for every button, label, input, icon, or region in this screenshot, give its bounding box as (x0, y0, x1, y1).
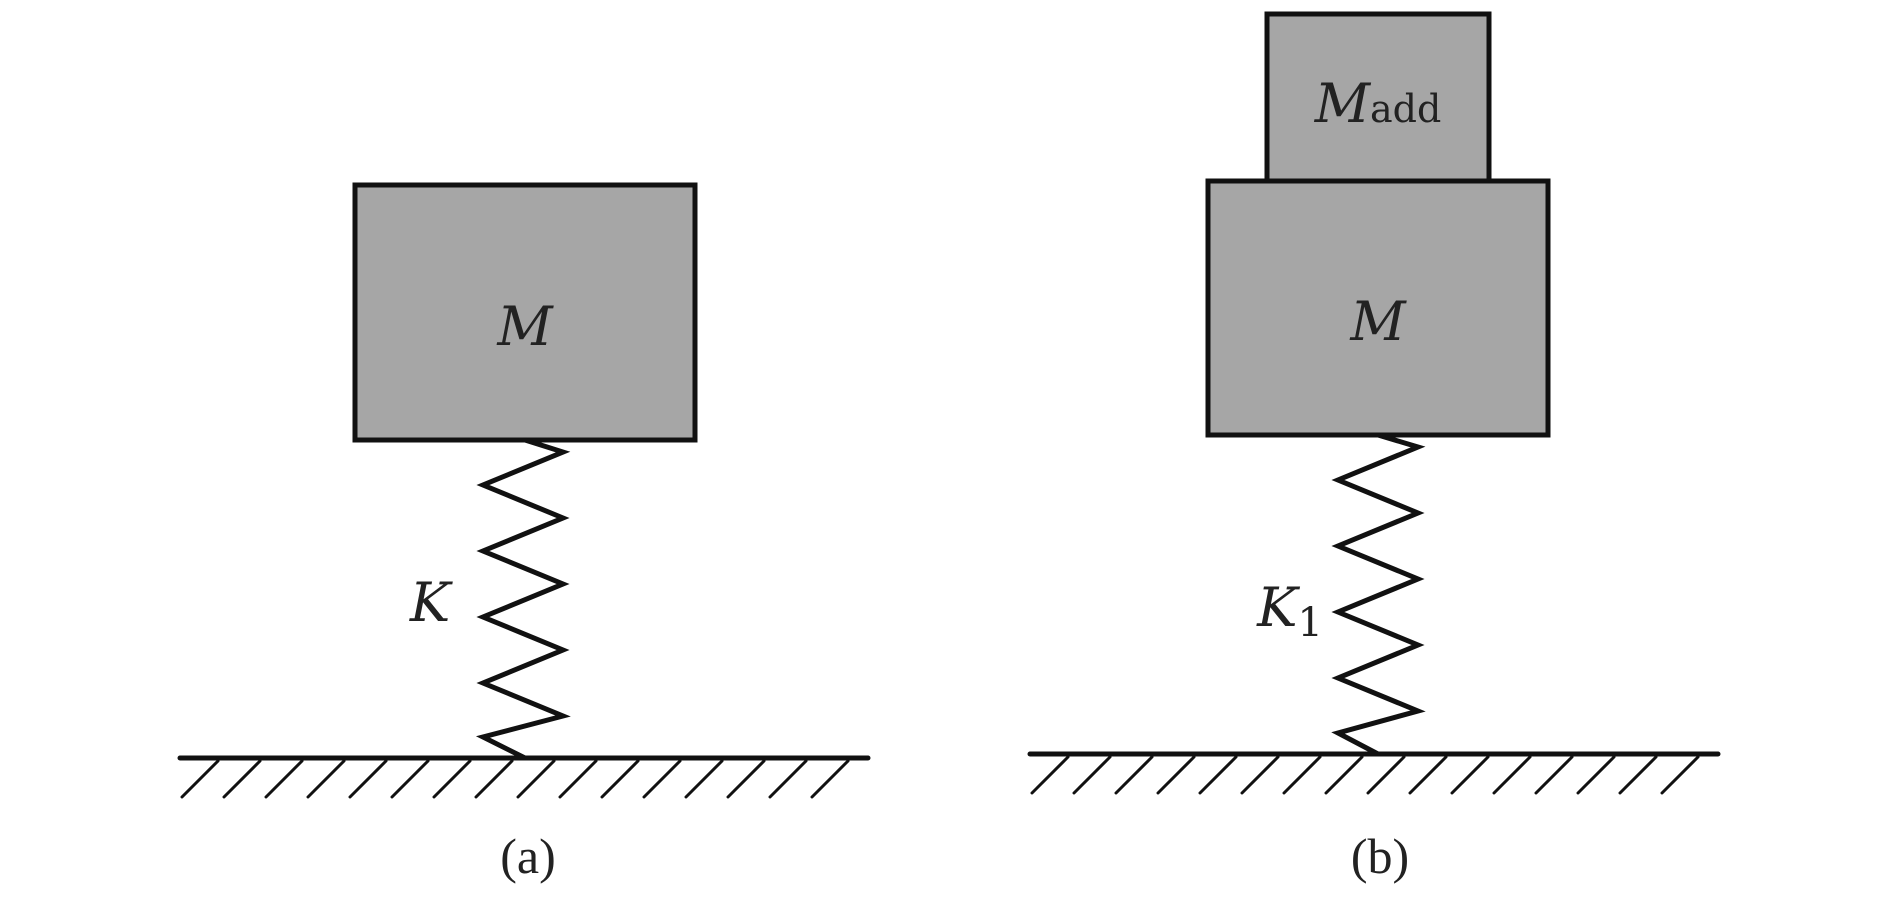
panel-b-hatch-4 (1198, 755, 1238, 795)
panel-a-hatch-5 (390, 759, 430, 799)
panel-a-hatch-2 (264, 759, 304, 799)
panel-a-hatch-10 (600, 759, 640, 799)
panel-b: Madd M K1 (b) (1027, 11, 1721, 884)
panel-b-hatch-0 (1030, 755, 1070, 795)
panel-a-spring (475, 437, 571, 761)
panel-b-hatch-10 (1450, 755, 1490, 795)
panel-b-spring (1331, 432, 1426, 757)
panel-a-hatch-3 (306, 759, 346, 799)
panel-b-hatch-1 (1072, 755, 1112, 795)
panel-b-spring-subscript: 1 (1297, 600, 1322, 646)
panel-a-hatch-0 (180, 759, 220, 799)
panel-b-hatch-15 (1660, 755, 1700, 795)
panel-b-ground-hatching (1030, 755, 1700, 795)
panel-a-hatch-14 (768, 759, 808, 799)
panel-a-hatch-9 (558, 759, 598, 799)
panel-a-hatch-15 (810, 759, 850, 799)
panel-b-hatch-13 (1576, 755, 1616, 795)
panel-b-added-mass-block (1264, 11, 1492, 184)
panel-b-hatch-8 (1366, 755, 1406, 795)
panel-b-hatch-9 (1408, 755, 1448, 795)
panel-b-hatch-12 (1534, 755, 1574, 795)
panel-b-hatch-14 (1618, 755, 1658, 795)
panel-b-added-mass-label: Madd (1314, 72, 1442, 135)
panel-b-hatch-3 (1156, 755, 1196, 795)
panel-a-spring-label: K (409, 571, 453, 634)
panel-b-hatch-7 (1324, 755, 1364, 795)
panel-a: M K (a) (177, 182, 871, 884)
panel-b-spring-label: K1 (1256, 576, 1323, 646)
panel-a-ground-hatching (180, 759, 850, 799)
panel-b-hatch-6 (1282, 755, 1322, 795)
panel-b-spring-symbol: K (1256, 576, 1300, 639)
panel-b-hatch-11 (1492, 755, 1532, 795)
panel-a-caption: (a) (500, 828, 556, 884)
panel-b-added-mass-symbol: M (1314, 72, 1372, 135)
panel-a-hatch-13 (726, 759, 766, 799)
panel-b-hatch-2 (1114, 755, 1154, 795)
panel-b-caption: (b) (1351, 828, 1409, 884)
panel-a-hatch-6 (432, 759, 472, 799)
panel-a-hatch-8 (516, 759, 556, 799)
panel-a-mass-block (352, 182, 698, 443)
panel-b-mass-block (1205, 178, 1551, 438)
panel-a-hatch-4 (348, 759, 388, 799)
panel-a-hatch-1 (222, 759, 262, 799)
panel-b-added-mass-subscript: add (1370, 87, 1441, 131)
panel-b-hatch-5 (1240, 755, 1280, 795)
panel-a-hatch-12 (684, 759, 724, 799)
panel-a-hatch-7 (474, 759, 514, 799)
panel-a-mass-label: M (496, 295, 554, 358)
panel-a-hatch-11 (642, 759, 682, 799)
panel-b-mass-label: M (1349, 290, 1407, 353)
